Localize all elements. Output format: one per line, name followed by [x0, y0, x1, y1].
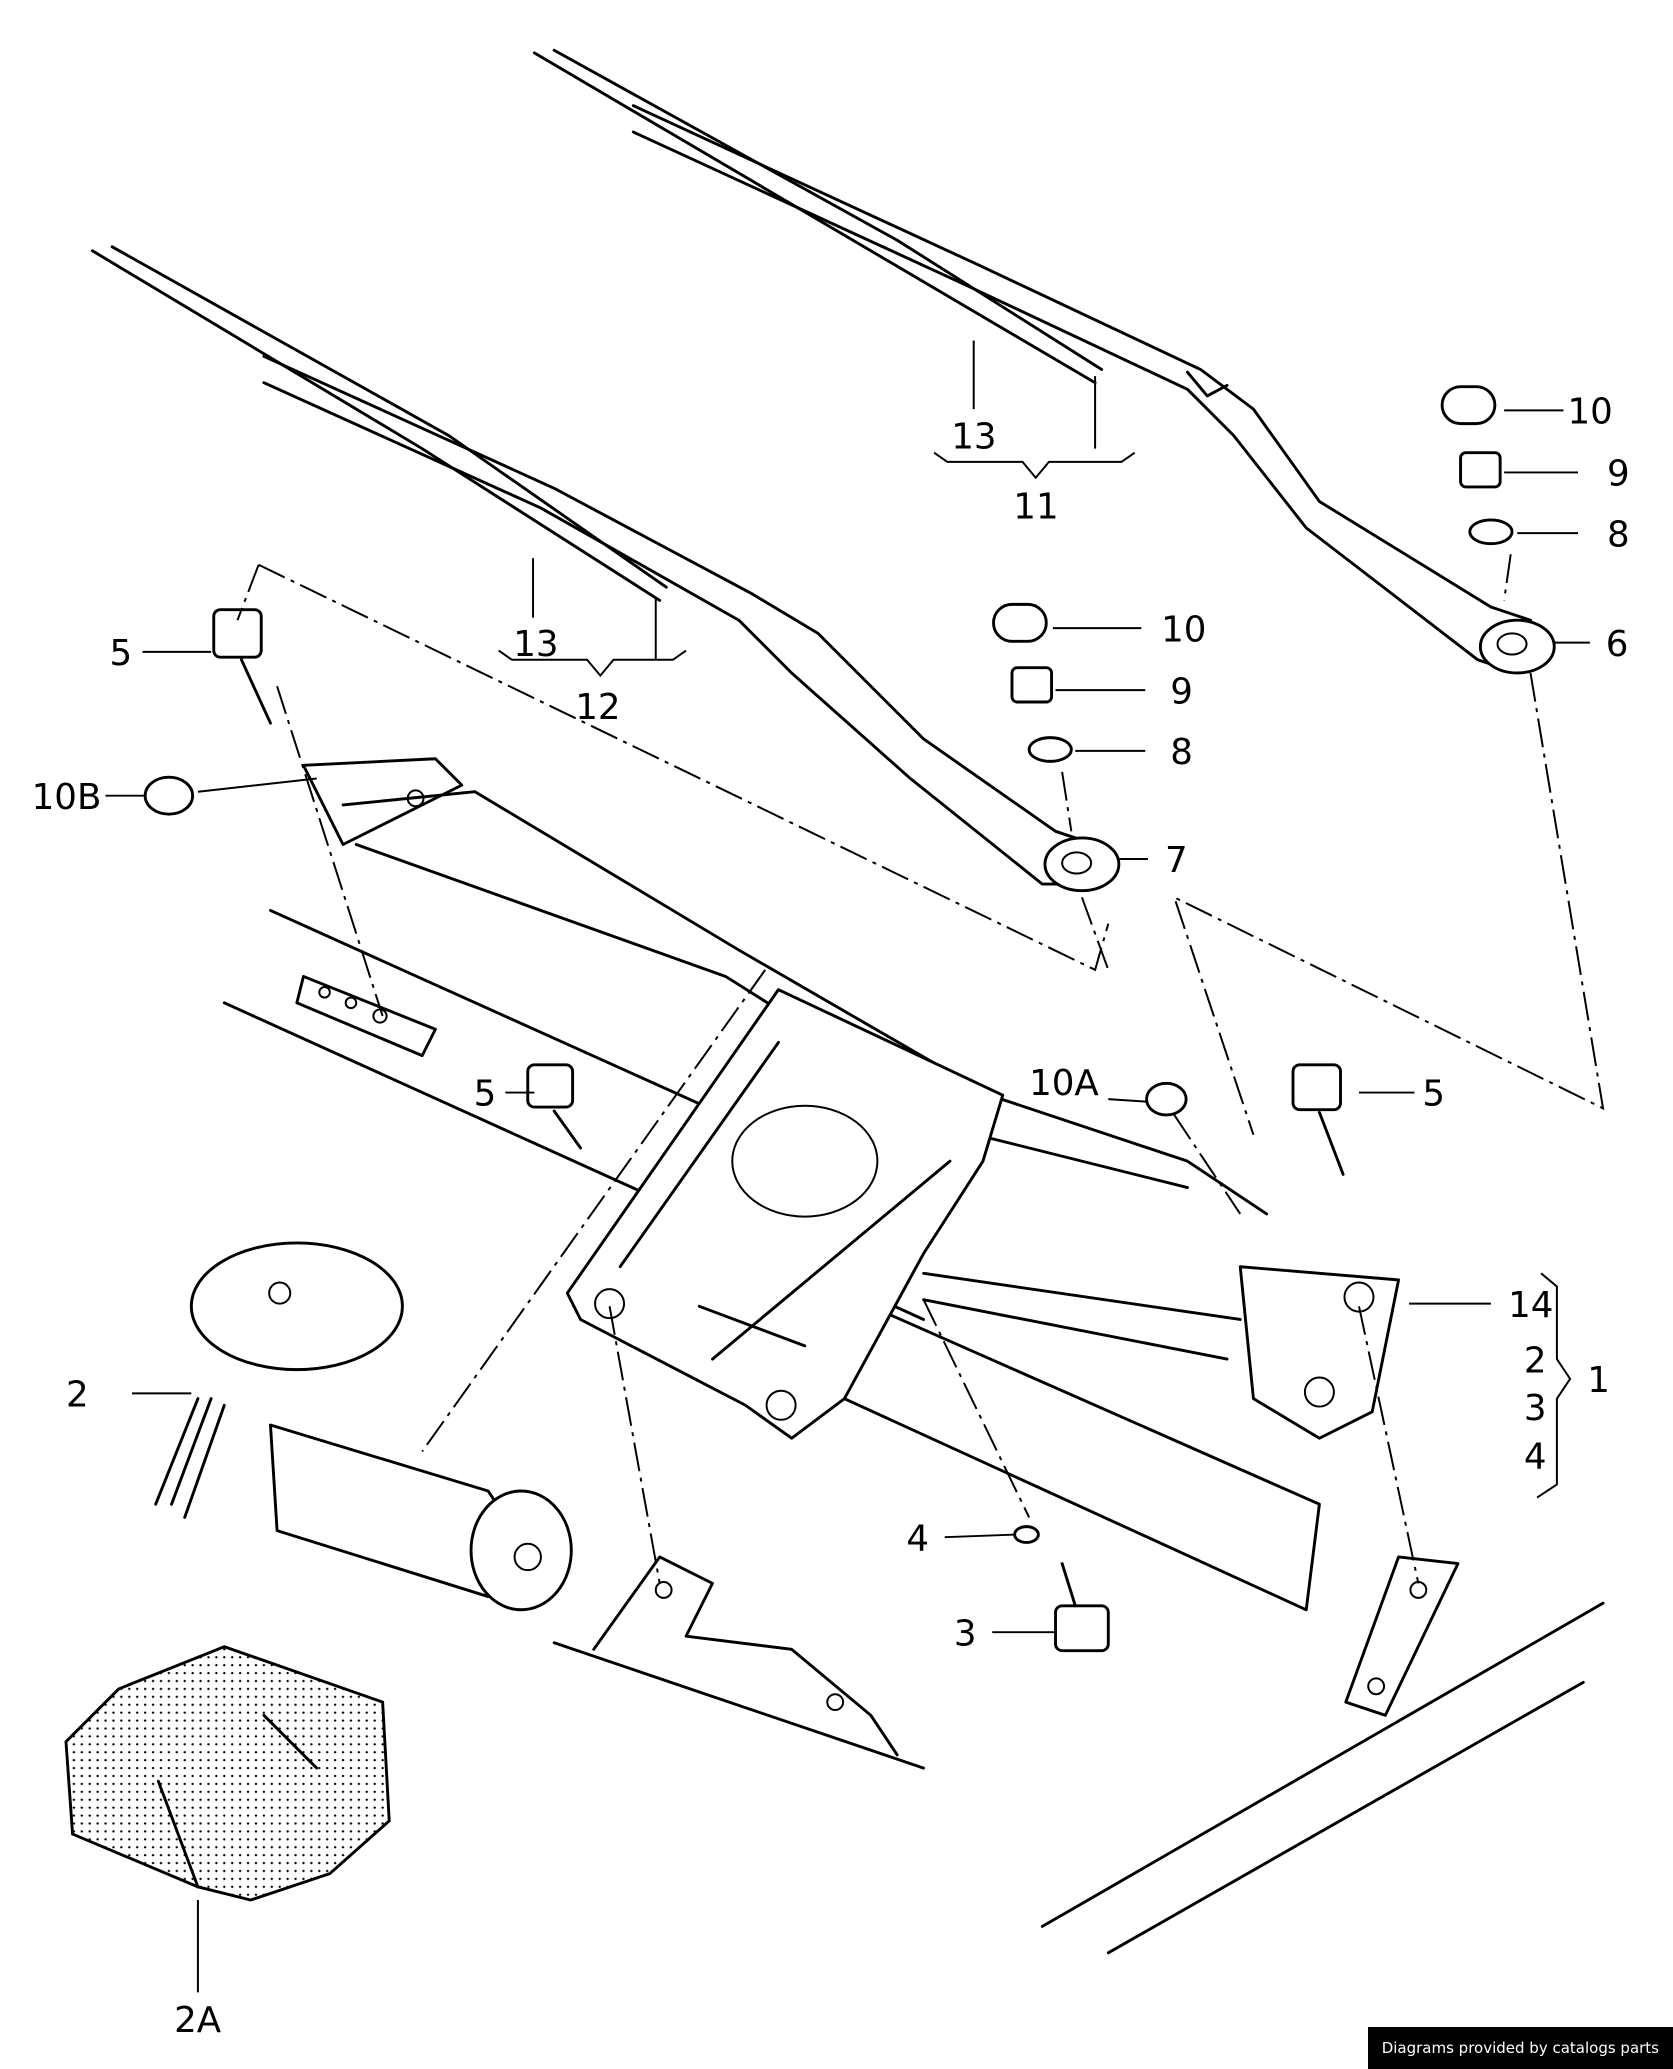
callout-5: 5: [1422, 1074, 1445, 1115]
foam-pad: [64, 1645, 391, 1902]
callout-4: 4: [1524, 1437, 1547, 1478]
body-panel-lines: [222, 909, 1605, 1955]
callout-12: 12: [575, 687, 620, 728]
callout-6: 6: [1606, 624, 1629, 665]
callout-5: 5: [110, 633, 133, 674]
callout-7: 7: [1165, 840, 1188, 881]
callout-8: 8: [1607, 514, 1630, 555]
callout-10a: 10A: [1029, 1063, 1099, 1104]
callout-2: 2: [1524, 1340, 1547, 1381]
callout-9: 9: [1170, 671, 1193, 712]
callout-2a: 2A: [174, 2000, 222, 2041]
callout-10: 10: [1161, 609, 1206, 650]
callout-13: 13: [951, 417, 996, 458]
callout-10b: 10B: [32, 777, 102, 818]
callout-13: 13: [513, 624, 558, 665]
callout-4: 4: [906, 1518, 929, 1559]
wiper-arm-blade-right: [532, 48, 1556, 675]
callout-11: 11: [1013, 487, 1058, 528]
wiper-frame-assembly: [302, 757, 1401, 1440]
callout-2: 2: [66, 1375, 89, 1416]
callout-3: 3: [954, 1613, 977, 1654]
callout-3: 3: [1524, 1388, 1547, 1429]
leader-lines: [105, 340, 1590, 1993]
callout-8: 8: [1170, 732, 1193, 773]
callout-10: 10: [1567, 392, 1612, 433]
wiper-arm-blade-left: [90, 245, 1121, 893]
diagram-credit: Diagrams provided by catalogs parts: [1367, 2027, 1673, 2069]
callout-labels: 10 9 8 6 13 11 13 12 10 9 8 7 5 10B 5 10…: [32, 392, 1630, 2041]
callout-5: 5: [474, 1074, 497, 1115]
assembly-lines: [236, 554, 1605, 1584]
callout-9: 9: [1607, 454, 1630, 495]
callout-14: 14: [1508, 1285, 1553, 1326]
callout-1: 1: [1587, 1360, 1610, 1401]
wiper-motor: [154, 1241, 573, 1612]
